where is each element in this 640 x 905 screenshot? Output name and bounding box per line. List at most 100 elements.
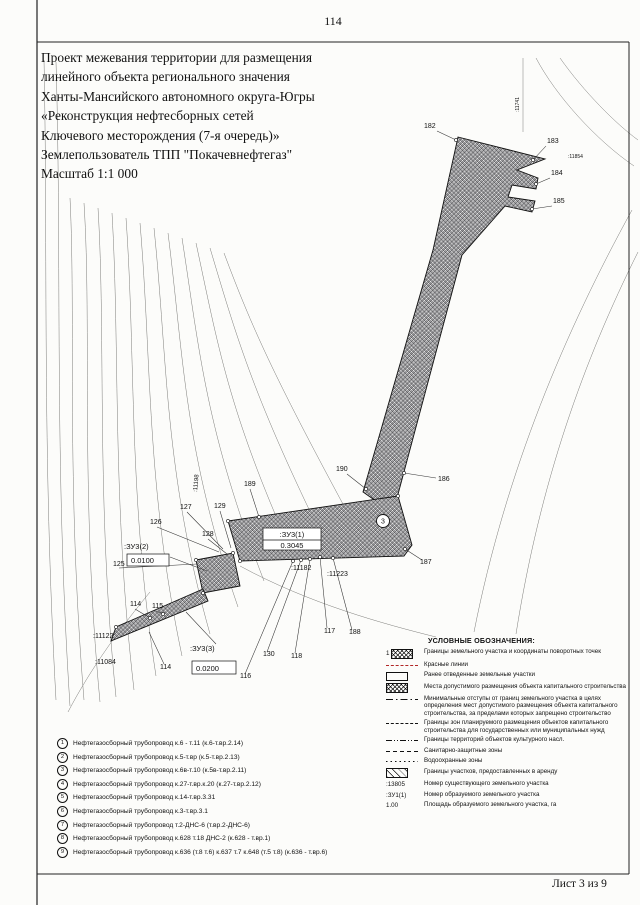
legend-item: Ранее отведенные земельные участки: [386, 671, 632, 681]
legend-item-text: Ранее отведенные земельные участки: [424, 671, 535, 678]
map-labels: 182183184185:11741:11854190186189:111981…: [93, 97, 583, 680]
legend-item-text: Номер образуемого земельного участка: [424, 790, 540, 798]
legend-item-text: Границы зон планируемого размещения объе…: [424, 719, 609, 734]
pipeline-item: 3 Нефтегазосборный трубопровод к.6в-т.10 …: [57, 765, 389, 777]
pipeline-item-text: Нефтегазосборный трубопровод к.6 - т.11 …: [73, 740, 244, 747]
map-label: 3: [381, 519, 385, 526]
map-label: 189: [244, 481, 256, 488]
leader-lines: [118, 130, 553, 675]
legend-symbol-label: :13805: [386, 781, 405, 789]
legend-item-text: Места допустимого размещения объекта кап…: [424, 682, 626, 690]
map-label: 187: [420, 559, 432, 566]
sheet-frame: [36, 0, 630, 905]
minimum-offsets-symbol: [386, 696, 424, 704]
title-block: Проект межевания территории для размещен…: [41, 48, 371, 184]
legend-item-text: Границы участков, предоставленных в арен…: [424, 767, 558, 775]
legend-symbol-label: 1: [386, 650, 390, 657]
land-user-line: Землепользователь ТПП "Покачевнефтегаз": [41, 147, 293, 163]
pipeline-item-text: Нефтегазосборный трубопровод к.636 (т.8 …: [73, 848, 328, 856]
map-label: 115: [152, 603, 163, 610]
planned-placement-zones-symbol: [386, 720, 424, 728]
legend-item: :ЗУ1(1)Номер образуемого земельного учас…: [386, 791, 632, 800]
allowed-placement-area-symbol: [386, 683, 424, 693]
map-label: 190: [336, 466, 348, 473]
leased-parcels-boundaries-glyph-icon: [386, 768, 408, 779]
legend-item: Границы зон планируемого размещения объе…: [386, 719, 632, 734]
map-label: :11182: [291, 565, 311, 572]
legend-item: Границы участков, предоставленных в арен…: [386, 768, 632, 779]
existing-parcel-number-symbol: :13805: [386, 781, 424, 789]
map-label: :ЗУ3(1): [280, 530, 305, 539]
map-label: 130: [263, 651, 275, 658]
previously-allotted-parcels-symbol: [386, 671, 424, 681]
map-label: :11854: [568, 154, 583, 160]
pipeline-item-text: Нефтегазосборный трубопровод к.6в-т.10 (…: [73, 767, 247, 775]
title-line: Проект межевания территории для размещен…: [41, 50, 313, 65]
map-label: 129: [214, 503, 226, 510]
map-label: 126: [150, 519, 162, 526]
legend-item-text: Границы территорий объектов культурного …: [424, 736, 565, 744]
pipeline-item-text: Нефтегазосборный трубопровод к.27-т.вр.к…: [73, 780, 261, 788]
parcel-boundary-symbol: 1: [386, 648, 424, 659]
sanitary-protection-zones-glyph-icon: [386, 750, 418, 752]
pipeline-number-badge: 2: [57, 751, 68, 763]
pipeline-item-text: Нефтегазосборный трубопровод т.2-ДНС-6 (…: [73, 821, 250, 829]
map-label: 117: [324, 628, 335, 635]
pipeline-item: 4 Нефтегазосборный трубопровод к.27-т.вр.…: [57, 778, 389, 790]
cultural-heritage-boundaries-symbol: [386, 737, 424, 745]
map-label: :11223: [327, 571, 348, 578]
map-label: 128: [202, 531, 214, 538]
map-label: 127: [180, 504, 192, 511]
title-line: Ханты-Мансийского автономного округа-Югр…: [41, 88, 315, 104]
new-parcel-number-symbol: :ЗУ1(1): [386, 791, 424, 799]
legend-item: Границы территорий объектов культурного …: [386, 736, 632, 745]
parcel-polygons: [110, 136, 547, 642]
red-lines-glyph-icon: [386, 664, 418, 666]
legend-item: Минимальные отступы от границ земельного…: [386, 695, 632, 717]
map-label: :11741: [515, 97, 521, 112]
map-label: 116: [240, 673, 251, 680]
map-label: 0.0100: [131, 556, 154, 565]
page-number: 114: [324, 14, 342, 28]
contour-lines: [43, 57, 639, 713]
pipeline-item-text: Нефтегазосборный трубопровод к.628 т.18 …: [73, 835, 271, 843]
legend-item: Санитарно-защитные зоны: [386, 747, 632, 756]
pipeline-item-text: Нефтегазосборный трубопровод к.5-т.вр (к…: [73, 753, 240, 761]
legend-item: Места допустимого размещения объекта кап…: [386, 682, 632, 693]
map-label: 125: [113, 561, 125, 568]
pipeline-number-badge: 7: [57, 819, 68, 831]
legend-item-text: Водоохранные зоны: [424, 757, 483, 765]
legend-item-text: Границы земельного участка и координаты …: [424, 648, 601, 655]
map-label: 186: [438, 476, 450, 483]
map-label: 114: [130, 601, 141, 608]
pipeline-item: 7 Нефтегазосборный трубопровод т.2-ДНС-6 …: [57, 819, 389, 831]
legend-item: 1 Границы земельного участка и координаты…: [386, 648, 632, 659]
map-label: 188: [349, 629, 361, 636]
pipeline-number-badge: 3: [57, 765, 68, 777]
leased-parcels-boundaries-symbol: [386, 768, 424, 779]
map-label: 182: [424, 123, 436, 130]
legend-item: Красные линии: [386, 661, 632, 670]
parcel-zu3-2: [195, 552, 241, 594]
map-label: :11122: [93, 633, 113, 640]
pipeline-item-text: Нефтегазосборный трубопровод к.14-т.вр.3…: [73, 794, 216, 802]
map-label: :11084: [95, 659, 116, 666]
legend-item-text: Площадь образуемого земельного участка, …: [424, 801, 557, 809]
planned-placement-zones-glyph-icon: [386, 723, 418, 725]
pipeline-item-text: Нефтегазосборный трубопровод к.3-т.вр.3.…: [73, 807, 208, 815]
map-label: 114: [160, 664, 171, 671]
cultural-heritage-boundaries-glyph-icon: [386, 740, 418, 742]
map-label: 185: [553, 198, 565, 205]
sheet-number: Лист 3 из 9: [552, 878, 607, 890]
legend-item-text: Номер существующего земельного участка: [424, 780, 549, 788]
junction-badge-circle: [376, 514, 390, 528]
pipeline-number-badge: 4: [57, 778, 68, 790]
